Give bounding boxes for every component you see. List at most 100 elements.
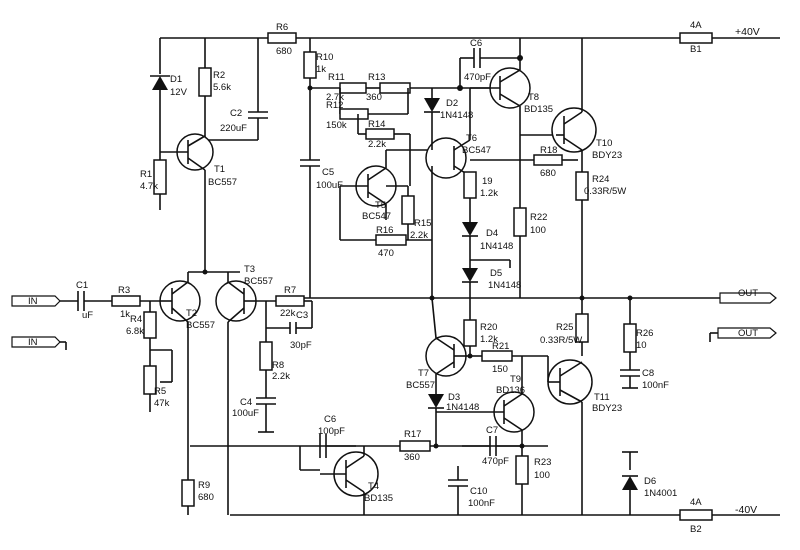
resistor-r23 (515, 455, 529, 515)
label-c10-value: 100nF (468, 498, 495, 509)
label-r19: 19 (482, 176, 493, 187)
transistor-t7 (425, 297, 470, 394)
label-c3-value: 30pF (290, 340, 312, 351)
label-d6-value: 1N4001 (644, 488, 677, 499)
label-d4: D4 (486, 228, 498, 239)
label-fuse-top: 4A (690, 20, 702, 31)
label-r26-value: 10 (636, 340, 647, 351)
label-r6: R6 (276, 22, 288, 33)
label-c2: C2 (230, 108, 242, 119)
label-r2: R2 (213, 70, 225, 81)
capacitor-c6-top (459, 38, 521, 88)
diode-d4 (462, 222, 478, 268)
resistor-r26 (623, 298, 637, 370)
label-r9: R9 (198, 480, 210, 491)
label-c5-value: 100uF (316, 180, 343, 191)
label-r17: R17 (404, 429, 421, 440)
label-r25-value: 0.33R/5W (540, 335, 582, 346)
junction-dots (202, 55, 633, 449)
label-t4: T4 (368, 481, 379, 492)
label-c5: C5 (322, 167, 334, 178)
label-r11-value: 2.7k (326, 92, 344, 103)
resistor-r19 (463, 171, 477, 222)
label-t8-value: BD135 (524, 104, 553, 115)
label-c6: C6 (324, 414, 336, 425)
diode-d2 (424, 88, 440, 140)
label-vplus: +40V (735, 26, 760, 38)
label-r10-value: 1k (316, 64, 326, 75)
label-t3-value: BC557 (244, 276, 273, 287)
fuse-b2 (679, 509, 713, 521)
label-r3: R3 (118, 285, 130, 296)
label-c6-top: C6 (470, 38, 482, 49)
resistor-r22 (513, 207, 527, 298)
label-t1: T1 (214, 164, 225, 175)
component-labels: R6 680 4A B1 +40V 4A B2 -40V D1 12V R2 5… (28, 20, 760, 535)
label-c1-value: uF (82, 310, 93, 321)
transistor-t2 (159, 271, 240, 480)
transistor-t6 (425, 88, 471, 298)
label-r2-value: 5.6k (213, 82, 231, 93)
label-r21: R21 (492, 341, 509, 352)
transistor-t3 (215, 272, 257, 515)
label-r23: R23 (534, 457, 551, 468)
diode-d3 (428, 394, 444, 446)
capacitor-c7 (462, 436, 522, 456)
label-d1: D1 (170, 74, 182, 85)
label-c4: C4 (240, 397, 252, 408)
label-r26: R26 (636, 328, 653, 339)
capacitor-c1 (77, 291, 112, 311)
label-t11: T11 (594, 392, 610, 403)
label-t10: T10 (596, 138, 612, 149)
label-t9: T9 (510, 374, 521, 385)
capacitor-c2 (205, 38, 268, 141)
output-ground-connector (709, 327, 777, 342)
label-t10-value: BDY23 (592, 150, 622, 161)
input-connector (11, 295, 78, 350)
potentiometer-r8 (259, 328, 273, 398)
transistor-t4 (320, 446, 379, 515)
label-t6-value: BC547 (462, 145, 491, 156)
label-r5: R5 (154, 386, 166, 397)
potentiometer-r5 (143, 350, 173, 412)
label-r5-value: 47k (154, 398, 170, 409)
label-r13: R13 (368, 72, 385, 83)
label-r1-value: 4.7k (140, 181, 158, 192)
label-r19-value: 1.2k (480, 188, 498, 199)
label-r13-value: 360 (366, 92, 382, 103)
resistor-r14 (357, 114, 411, 186)
label-r20: R20 (480, 322, 497, 333)
resistor-r3 (111, 295, 160, 307)
ground-stub (470, 259, 511, 268)
label-c1: C1 (76, 280, 88, 291)
label-out: OUT (738, 288, 758, 299)
label-r18: R18 (540, 145, 557, 156)
zener-d1 (150, 38, 170, 160)
label-r14: R14 (368, 119, 385, 130)
label-r7: R7 (284, 285, 296, 296)
label-d2: D2 (446, 98, 458, 109)
label-r6-value: 680 (276, 46, 292, 57)
label-t6: T6 (466, 133, 477, 144)
resistor-r18 (470, 154, 578, 166)
label-t5: T5 (375, 200, 386, 211)
diode-d6 (622, 451, 638, 515)
resistor-r4 (143, 301, 172, 351)
label-d5-value: 1N4148 (488, 280, 521, 291)
label-t9-value: BD136 (496, 385, 525, 396)
label-r17-value: 360 (404, 452, 420, 463)
diode-d5 (462, 268, 478, 320)
transistor-t11 (547, 356, 593, 515)
label-r24: R24 (592, 174, 609, 185)
label-r3-value: 1k (120, 309, 130, 320)
label-t7: T7 (418, 368, 429, 379)
output-connector (719, 292, 777, 304)
label-c6-top-value: 470pF (464, 72, 491, 83)
label-t2: T2 (186, 308, 197, 319)
capacitor-c6 (299, 434, 356, 471)
label-t2-value: BC557 (186, 320, 215, 331)
label-r15-value: 2.2k (410, 230, 428, 241)
label-d5: D5 (490, 268, 502, 279)
